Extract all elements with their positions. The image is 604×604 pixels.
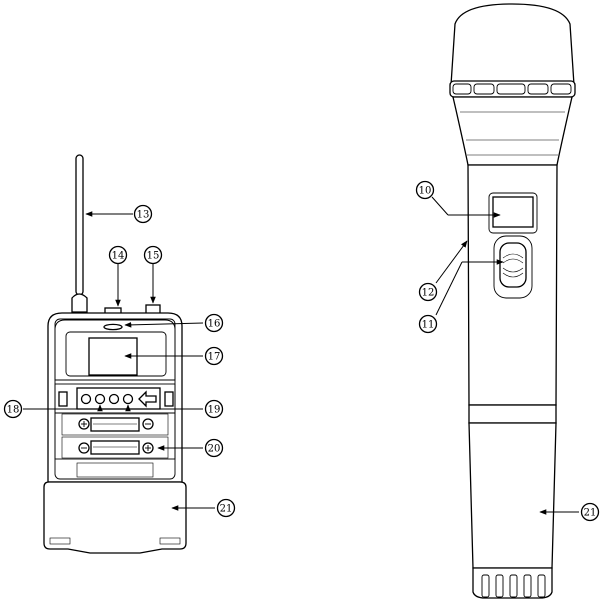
callout-18: 18 [5, 401, 22, 418]
svg-text:13: 13 [137, 210, 150, 221]
callout-14: 14 [110, 247, 127, 264]
side-slot-left [59, 392, 67, 406]
bodypack-transmitter [44, 155, 186, 553]
svg-text:15: 15 [147, 251, 160, 262]
svg-text:18: 18 [7, 405, 20, 416]
antenna [76, 155, 83, 295]
button-2 [96, 395, 105, 404]
button-3 [110, 395, 119, 404]
callout-11: 11 [420, 316, 437, 333]
svg-text:20: 20 [208, 444, 221, 455]
grille-ring [450, 81, 575, 97]
leader-10 [432, 197, 448, 215]
button-4 [124, 395, 133, 404]
svg-text:16: 16 [208, 319, 221, 330]
callout-17: 17 [206, 348, 223, 365]
callout-21-left: 21 [218, 500, 235, 517]
mic-lcd [493, 197, 533, 227]
handle-collar [469, 405, 556, 423]
svg-text:17: 17 [208, 352, 221, 363]
callout-19: 19 [206, 401, 223, 418]
callout-16: 16 [206, 315, 223, 332]
svg-text:19: 19 [208, 405, 221, 416]
callout-10: 10 [417, 182, 434, 199]
leader-11 [436, 262, 462, 315]
svg-text:21: 21 [584, 508, 597, 519]
callout-20: 20 [206, 440, 223, 457]
callout-21-right: 21 [582, 504, 599, 521]
svg-text:14: 14 [112, 251, 125, 262]
belt-clip [44, 482, 186, 553]
power-led [104, 324, 122, 329]
svg-text:10: 10 [419, 186, 432, 197]
mic-grille [451, 4, 574, 85]
power-switch [500, 243, 526, 287]
svg-text:21: 21 [220, 504, 233, 515]
callout-12: 12 [420, 284, 437, 301]
svg-text:11: 11 [422, 320, 435, 331]
antenna-base [72, 294, 87, 312]
callout-13: 13 [135, 206, 152, 223]
svg-text:12: 12 [422, 288, 435, 299]
handheld-microphone [450, 4, 575, 598]
side-slot-right [165, 392, 173, 406]
mic-battery-cover [469, 423, 556, 568]
callout-15: 15 [145, 247, 162, 264]
mic-bottom-cap [473, 568, 552, 598]
button-1 [82, 395, 91, 404]
